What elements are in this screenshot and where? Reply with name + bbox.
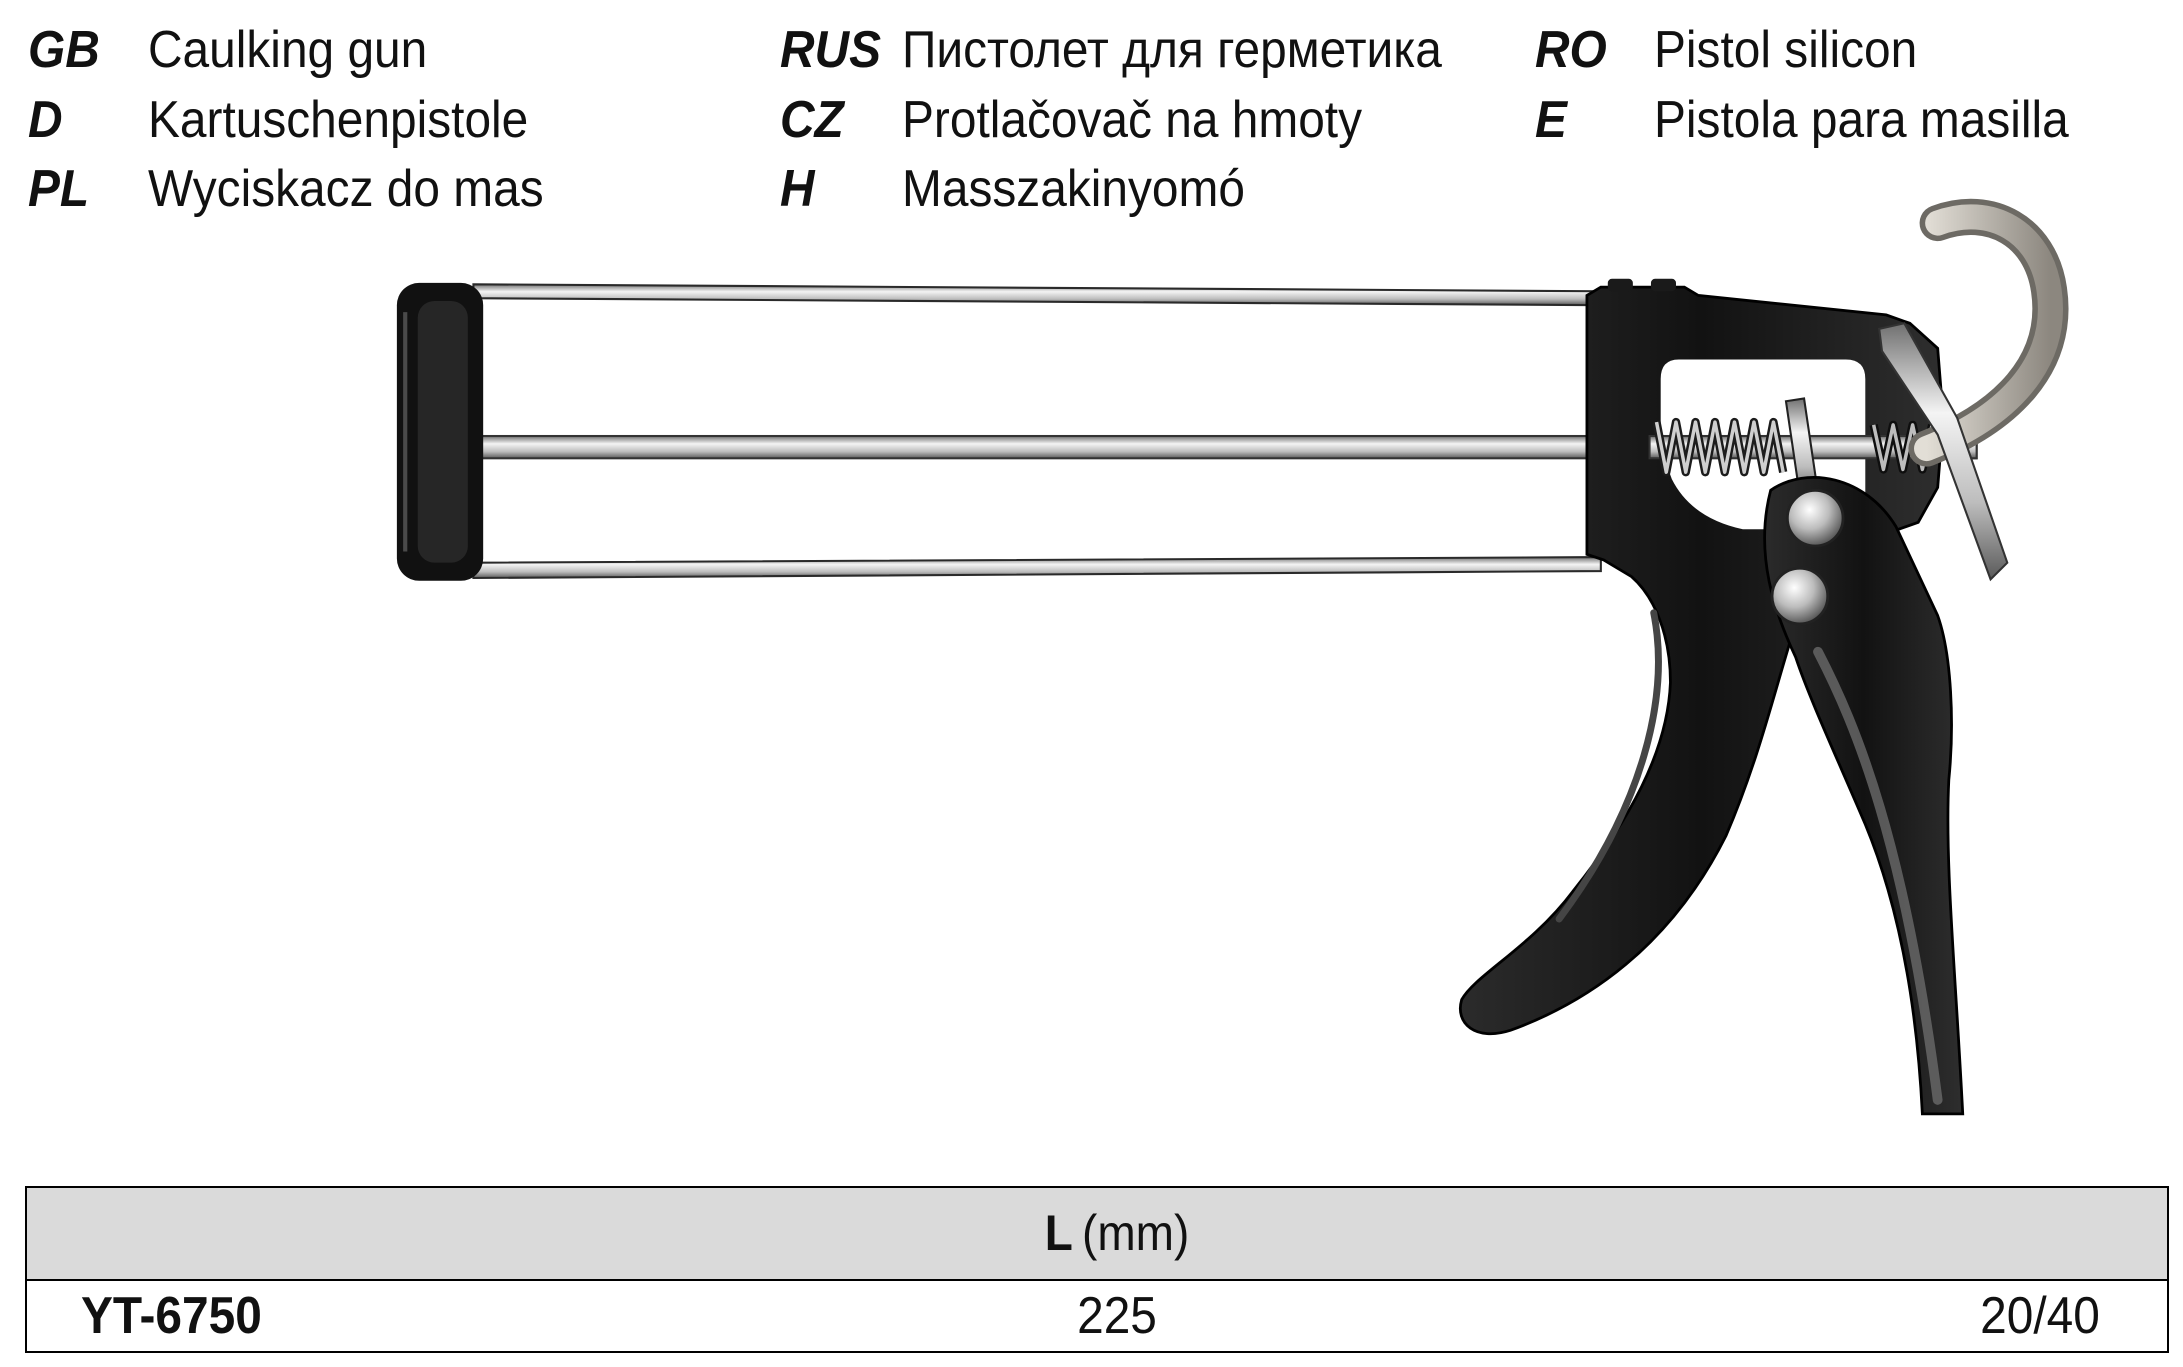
length-value: 225 [1077,1287,1157,1345]
front-spring [1652,417,1788,477]
product-name: Wyciskacz do mas [148,160,544,218]
product-name: Kartuschenpistole [148,91,529,149]
language-entry-d: D Kartuschenpistole [28,90,628,150]
product-name: Pistol silicon [1654,21,1918,79]
end-cap [396,282,484,581]
product-name: Пистолет для герметика [902,21,1442,79]
language-entry-gb: GB Caulking gun [28,20,628,80]
language-entry-rus: RUS Пистолет для герметика [780,20,1442,80]
packing-value: 20/40 [1980,1287,2100,1345]
product-name: Masszakinyomó [902,160,1245,218]
spec-table: L(mm) YT-6750 225 20/40 [25,1186,2169,1353]
trigger-highlight [1813,646,1943,1105]
language-entry-ro: RO Pistol silicon [1535,20,2135,80]
language-code: CZ [780,91,844,149]
language-entry-h: H Masszakinyomó [780,159,1380,219]
frame-rail-bottom [472,556,1602,580]
pivot-rivet [1770,566,1830,626]
language-code: GB [28,21,100,79]
language-code: H [780,160,815,218]
caulking-gun-image [396,198,2069,1116]
release-plate [1878,322,2009,582]
model-number: YT-6750 [81,1287,262,1345]
product-name: Caulking gun [148,21,428,79]
language-entry-e: E Pistola para masilla [1535,90,2135,150]
product-name-translations: GB Caulking gun D Kartuschenpistole PL W… [0,0,2183,230]
language-code: D [28,91,63,149]
table-row: YT-6750 225 20/40 [27,1281,2167,1351]
language-code: RO [1535,21,1607,79]
language-code: RUS [780,21,882,79]
length-symbol: L [1044,1205,1073,1261]
grip-highlight [1555,609,1662,923]
product-name: Protlačovač na hmoty [902,91,1363,149]
body-screw [1607,278,1633,292]
body-screw [1650,278,1677,292]
language-code: E [1535,91,1567,149]
length-unit: (mm) [1082,1205,1190,1261]
hanging-hook [1908,198,2069,467]
product-name: Pistola para masilla [1654,91,2069,149]
pivot-rivet [1785,488,1845,548]
language-entry-pl: PL Wyciskacz do mas [28,159,628,219]
language-entry-cz: CZ Protlačovač na hmoty [780,90,1380,150]
rear-spring [1869,420,1937,474]
spec-table-header: L(mm) [27,1188,2167,1281]
frame-rail-top [472,283,1602,307]
language-code: PL [28,160,90,218]
length-column-header: L(mm) [1045,1188,1190,1279]
